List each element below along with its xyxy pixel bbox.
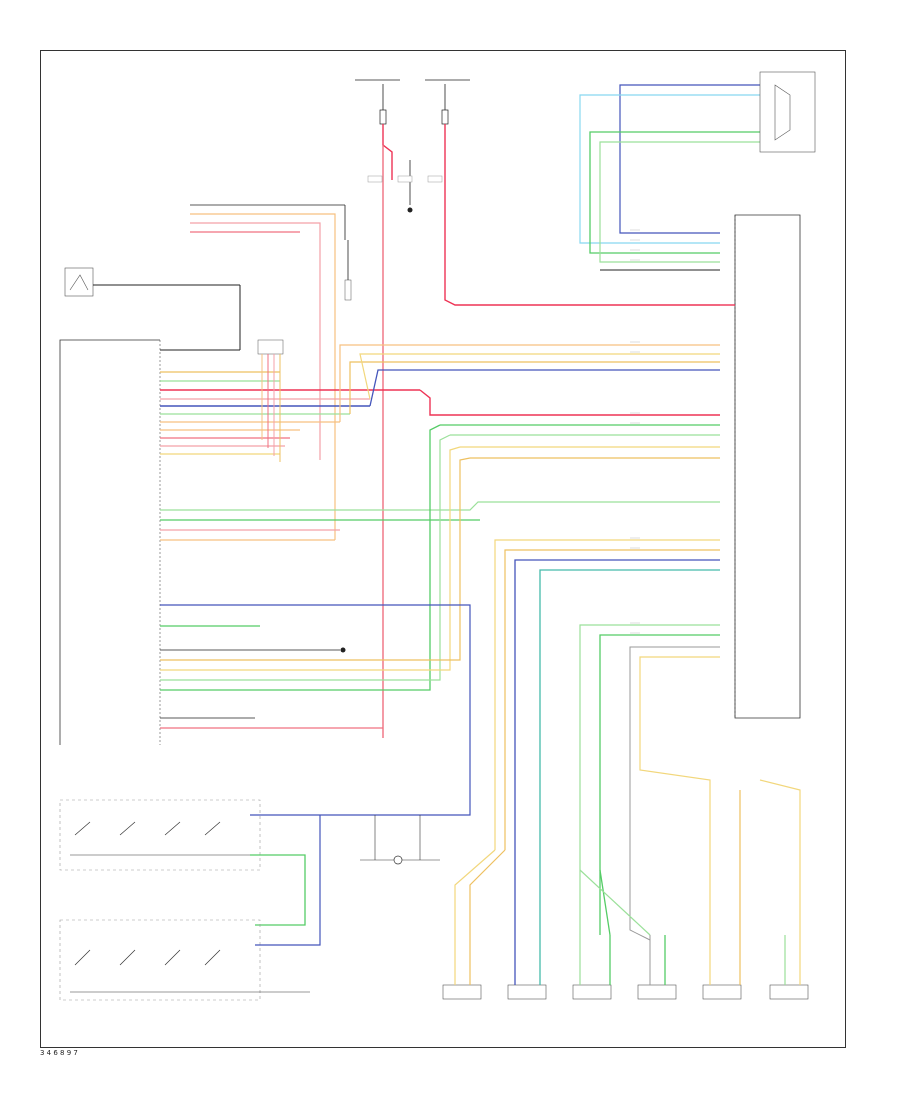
rear-seat-control-wires (190, 204, 352, 540)
amp-output-wires (454, 539, 801, 941)
amplifier-module (720, 214, 801, 719)
speaker-icon (769, 984, 809, 1000)
speaker-icon (507, 984, 547, 1000)
connector-icon (257, 339, 284, 355)
antenna-icon (64, 267, 94, 297)
fuse-feeds (355, 79, 720, 738)
fuse-icon (441, 109, 449, 125)
ground-icon (340, 647, 346, 653)
diagram-code: 3 4 6 8 9 7 (40, 1049, 78, 1057)
speaker-icon (759, 71, 816, 153)
radio-module (59, 339, 161, 745)
steering-control-wires (160, 604, 471, 816)
radio-output-wires (160, 339, 720, 462)
steering-ground (360, 815, 440, 865)
switch-icon (74, 949, 221, 966)
amp-input-wires (160, 424, 720, 691)
antenna-circuit (64, 267, 241, 351)
subwoofer-wires (579, 71, 816, 271)
right-steering-wheel-controls (59, 815, 321, 1001)
wire-tick-marks (630, 229, 640, 634)
speakers (442, 935, 809, 1000)
diagram-frame (40, 50, 846, 1048)
switch-icon (74, 821, 221, 836)
connector-icon (397, 175, 413, 183)
connector-icon (427, 175, 443, 183)
ground-icon (407, 207, 413, 213)
ground-icon (393, 855, 403, 865)
speaker-icon (442, 984, 482, 1000)
left-steering-wheel-controls (59, 799, 420, 926)
connector-icon (367, 175, 383, 183)
speaker-icon (637, 984, 677, 1000)
speaker-icon (572, 984, 612, 1000)
speaker-icon (702, 984, 742, 1000)
fuse-icon (379, 109, 387, 125)
